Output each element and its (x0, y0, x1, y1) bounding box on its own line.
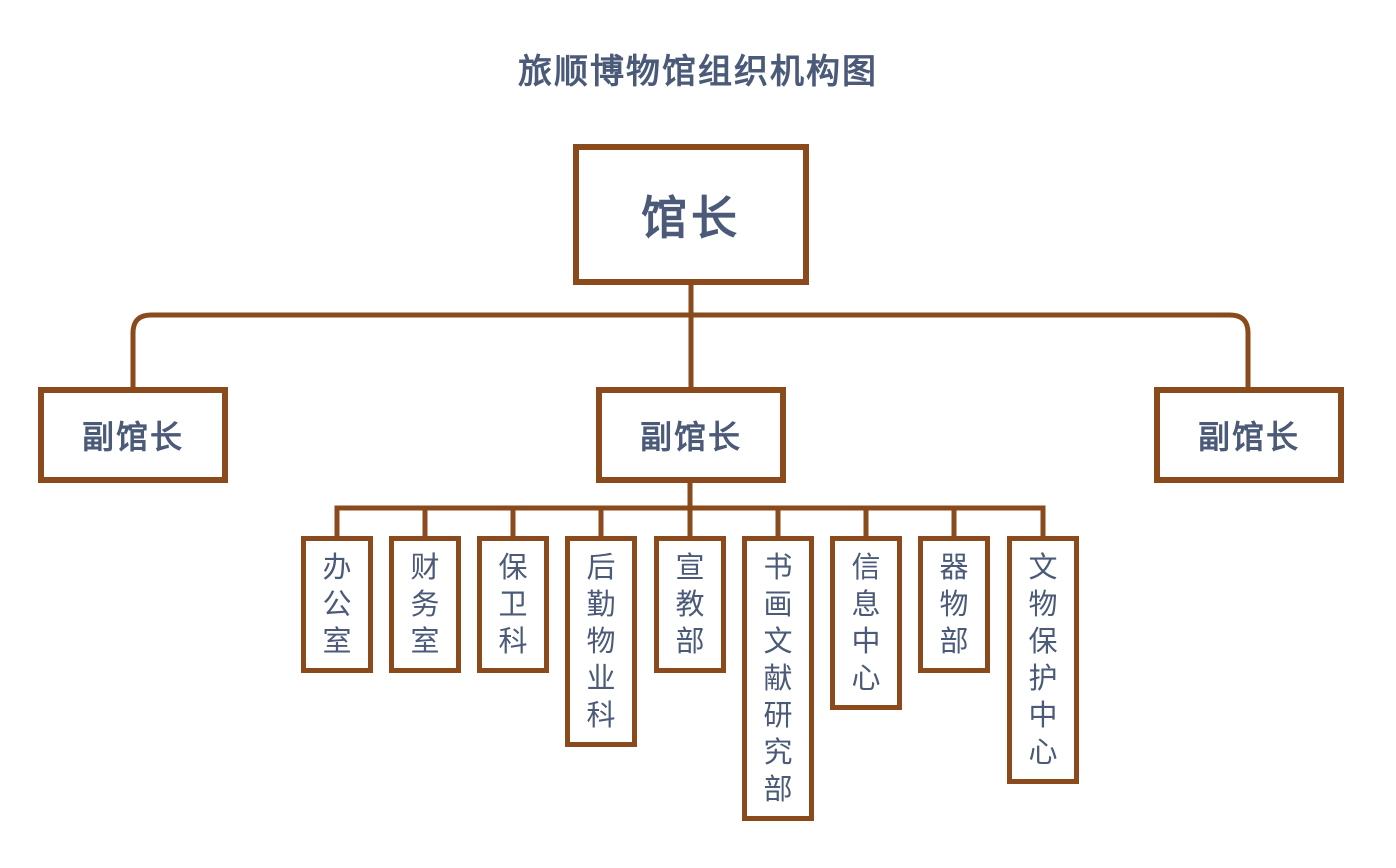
dept-label: 文物保护中心 (1028, 552, 1058, 769)
deputy-label: 副馆长 (639, 419, 742, 455)
deputy-label: 副馆长 (1197, 419, 1300, 455)
deputy-node-left: 副馆长 (38, 387, 228, 483)
dept-node-education: 宣教部 (654, 536, 726, 673)
deputy-label: 副馆长 (81, 419, 184, 455)
connector-top-bar (130, 312, 1251, 390)
dept-label: 信息中心 (851, 552, 881, 695)
chart-title: 旅顺博物馆组织机构图 (518, 53, 878, 91)
dept-node-research: 书画文献研究部 (742, 536, 814, 821)
dept-label: 办公室 (322, 552, 352, 658)
dept-label: 器物部 (939, 552, 969, 658)
dept-node-artifacts: 器物部 (918, 536, 990, 673)
dept-label: 书画文献研究部 (763, 552, 793, 806)
dept-label: 保卫科 (498, 552, 528, 658)
dept-node-information: 信息中心 (830, 536, 902, 710)
director-node: 馆长 (573, 144, 809, 285)
dept-node-security: 保卫科 (477, 536, 549, 673)
dept-label: 宣教部 (675, 552, 705, 658)
director-label: 馆长 (641, 191, 741, 244)
deputy-node-center: 副馆长 (596, 387, 786, 483)
dept-node-office: 办公室 (301, 536, 373, 673)
deputy-node-right: 副馆长 (1154, 387, 1344, 483)
dept-node-conservation: 文物保护中心 (1007, 536, 1079, 784)
dept-label: 财务室 (410, 552, 440, 658)
dept-label: 后勤物业科 (586, 552, 616, 732)
dept-node-logistics: 后勤物业科 (565, 536, 637, 747)
connector-dept-bar (334, 505, 1046, 538)
dept-node-finance: 财务室 (389, 536, 461, 673)
